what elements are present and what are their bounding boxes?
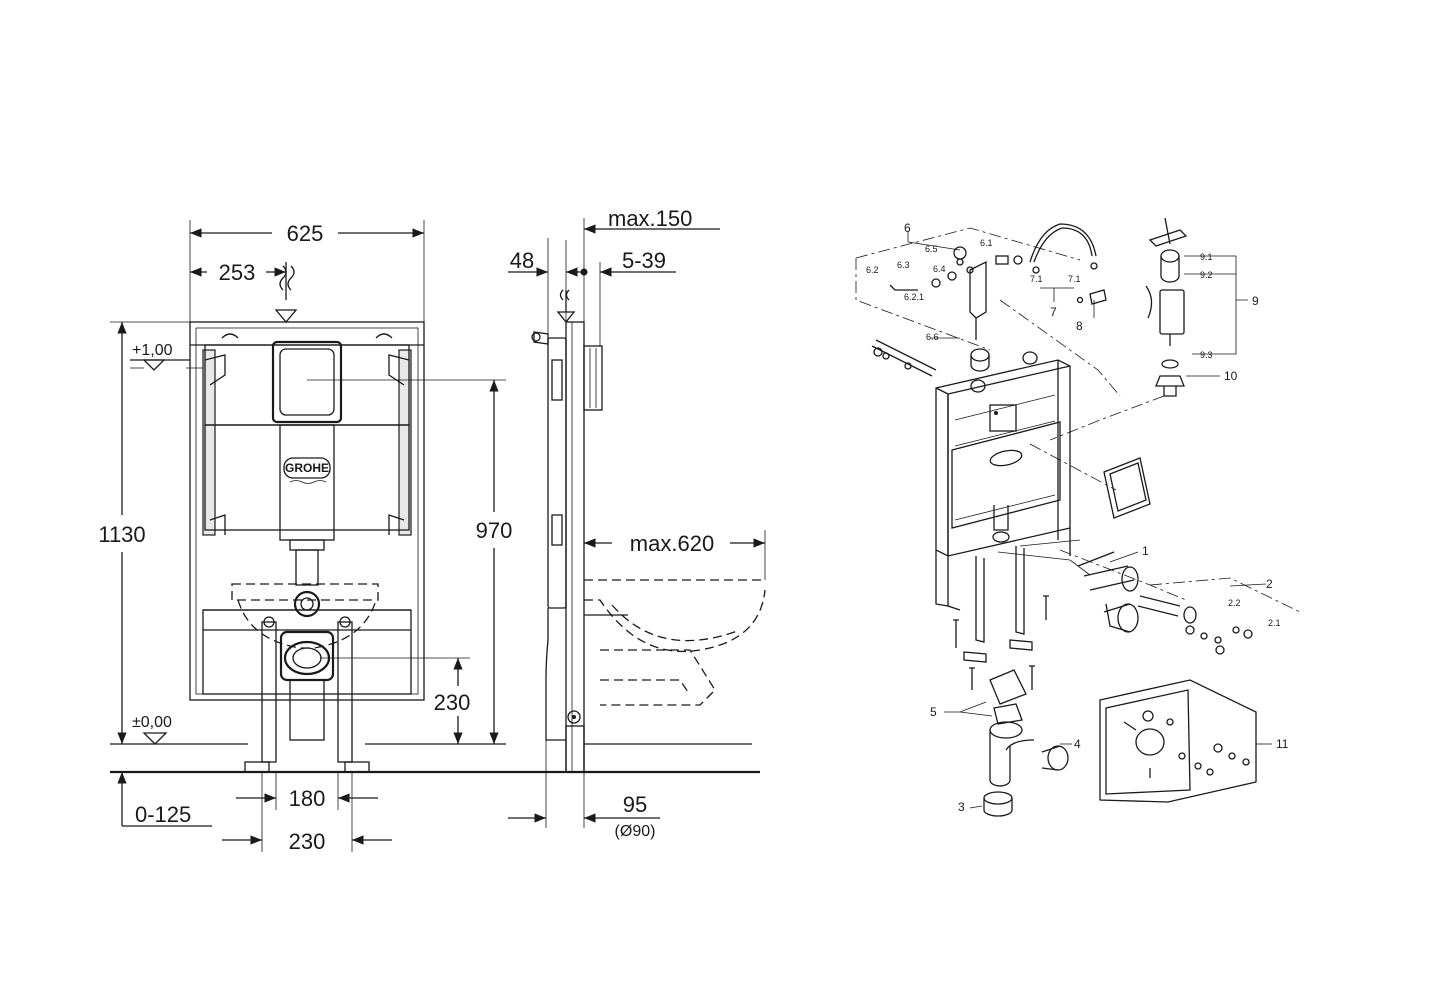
dim-feet-inner: 180	[289, 786, 326, 811]
part-label: 5	[930, 705, 937, 719]
part-label: 6.3	[897, 260, 910, 270]
part-label: 2.1	[1268, 618, 1281, 628]
dim-width-total: 625	[287, 221, 324, 246]
dim-flush-height: 970	[476, 518, 513, 543]
dim-outlet-height: 230	[434, 690, 471, 715]
flush-opening	[271, 340, 343, 424]
part-label: 7	[1050, 305, 1057, 319]
part-label: 6.2.1	[904, 292, 924, 302]
side-view: 48 max.150 5-39 max.620 95 (Ø90)	[508, 206, 766, 840]
dim-height-total: 1130	[98, 522, 145, 547]
frame-outline	[189, 321, 425, 701]
dim-max-pan: max.620	[630, 531, 714, 556]
part-label: 6	[904, 221, 911, 235]
part-label: 9	[1252, 294, 1259, 308]
dim-floor-range: 0-125	[135, 802, 191, 827]
part-label: 6.2	[866, 265, 879, 275]
part-label: 9.2	[1200, 270, 1213, 280]
level-floor: ±0,00	[132, 714, 172, 731]
part-label: 11	[1276, 737, 1289, 751]
dim-wall-range: 5-39	[622, 248, 666, 273]
part-label: 6.6	[926, 332, 939, 342]
logo-text: GROHE	[285, 461, 329, 475]
dim-frame-depth: 48	[510, 248, 534, 273]
part-label: 7.1	[1030, 274, 1043, 284]
part-label: 6.1	[980, 238, 993, 248]
dim-pipe-diameter: (Ø90)	[615, 823, 656, 840]
part-label: 2	[1266, 577, 1273, 591]
dim-max-wall: max.150	[608, 206, 692, 231]
part-label: 8	[1076, 319, 1083, 333]
part-label: 9.3	[1200, 350, 1213, 360]
front-view: GROHE 625	[98, 220, 760, 854]
part-label: 7.1	[1068, 274, 1081, 284]
part-label: 10	[1224, 369, 1238, 383]
exploded-view	[855, 217, 1301, 817]
part-label: 3	[958, 800, 965, 814]
dim-pipe-depth: 95	[623, 792, 647, 817]
dim-feet-outer: 230	[289, 829, 326, 854]
part-label: 1	[1142, 544, 1149, 558]
side-frame	[565, 321, 585, 773]
part-label: 2.2	[1228, 598, 1241, 608]
part-label: 6.5	[925, 244, 938, 254]
level-top: +1,00	[132, 342, 173, 359]
part-label: 9.1	[1200, 252, 1213, 262]
part-label: 4	[1074, 737, 1081, 751]
part-labels: 6 6.1 6.5 6.3 6.4 6.2 6.2.1 6.6 7 7.1 7.…	[866, 221, 1289, 814]
dim-offset-left: 253	[219, 260, 256, 285]
grohe-logo: GROHE	[283, 457, 331, 484]
part-label: 6.4	[933, 264, 946, 274]
